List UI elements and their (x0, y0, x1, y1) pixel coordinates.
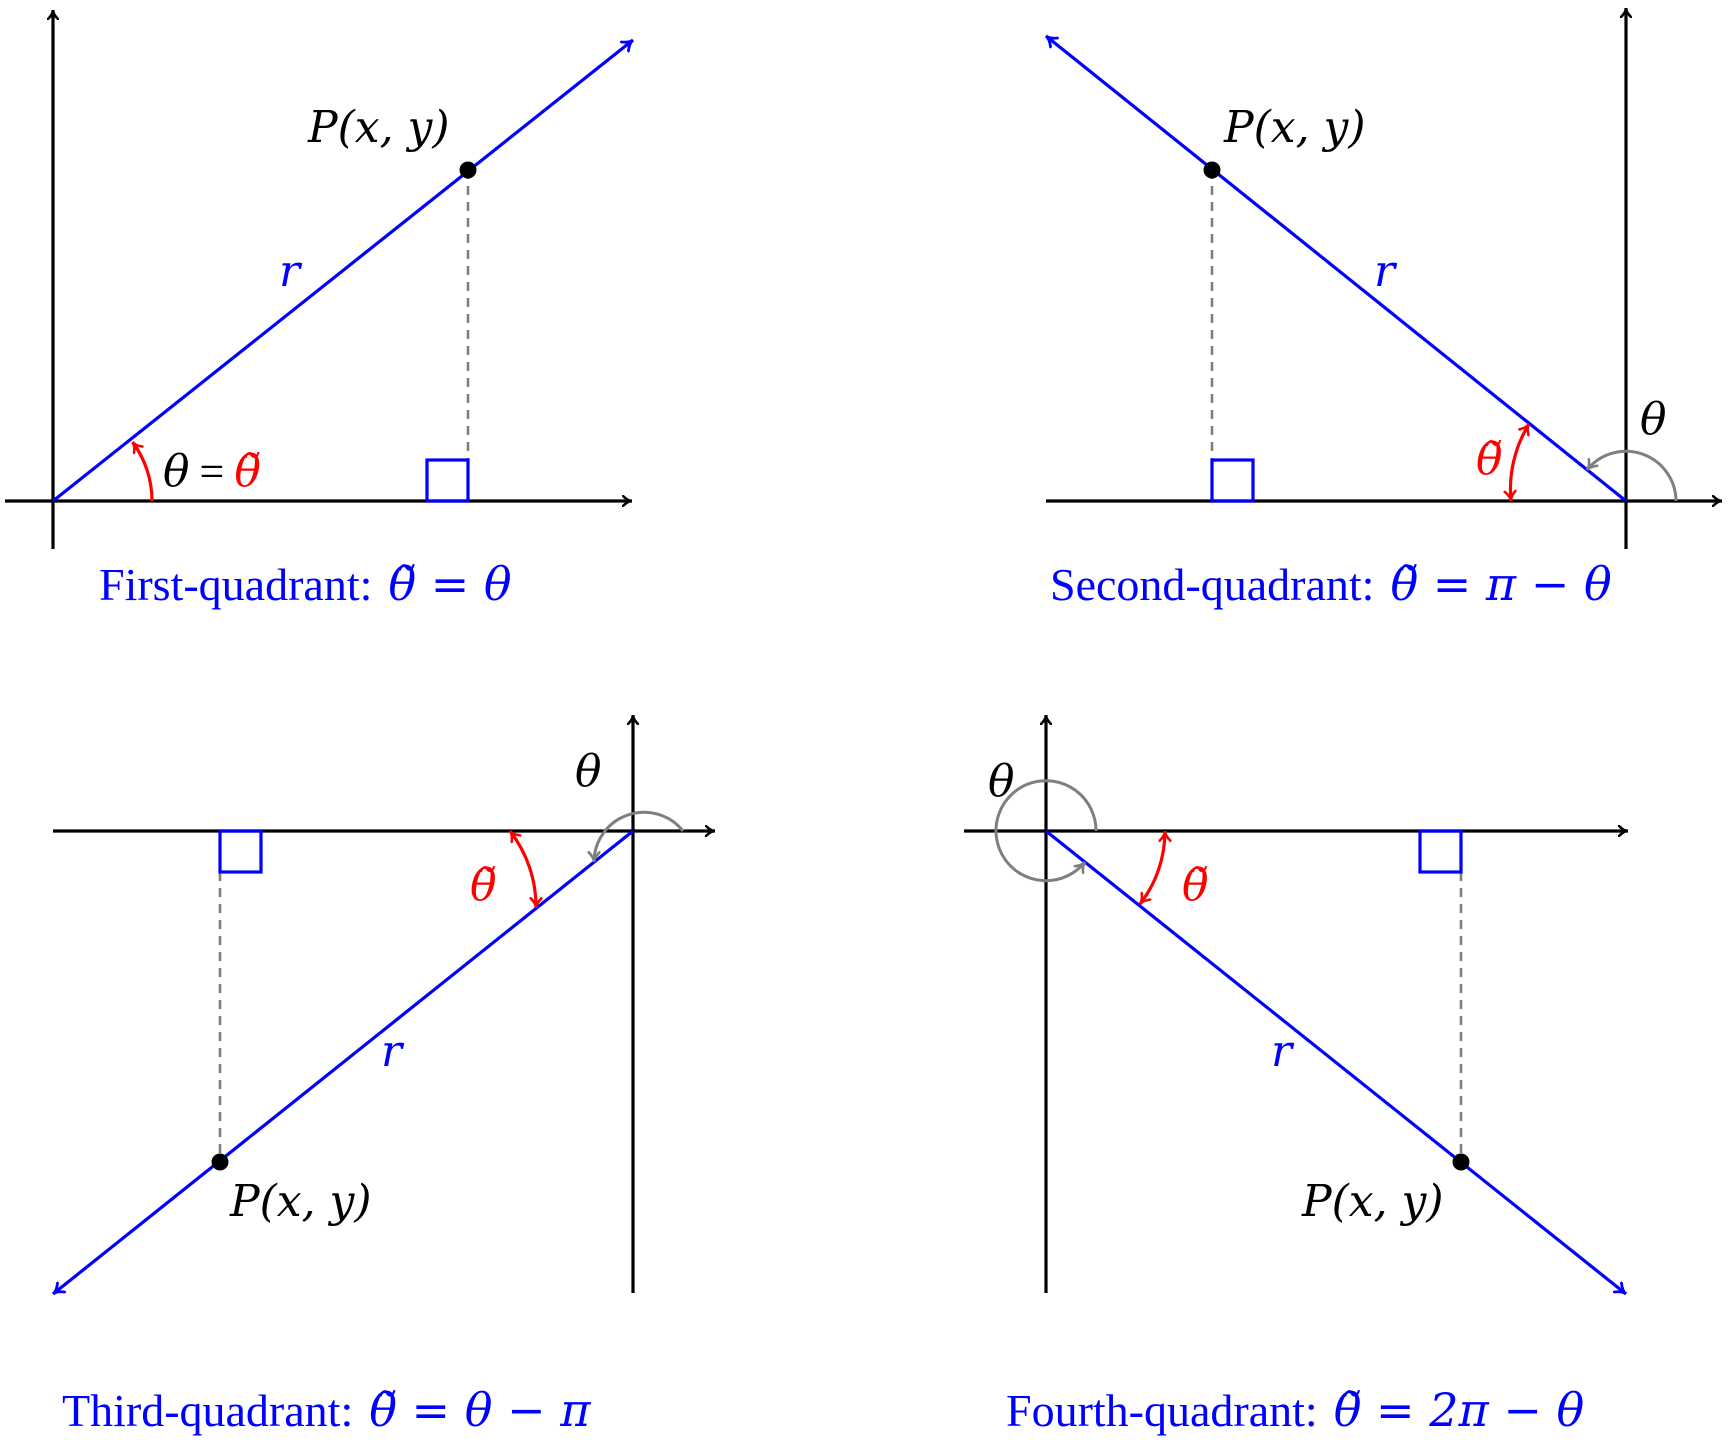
standard-angle-label: θ (1640, 394, 1667, 445)
radius-label: r (1271, 1026, 1295, 1077)
theta-tilde-symbol: θ̃ (234, 446, 261, 497)
caption-label: First-quadrant: (99, 559, 372, 610)
caption-first: First-quadrant: θ̃ = θ (99, 557, 512, 611)
caption-third: Third-quadrant: θ̃ = θ − π (62, 1383, 591, 1437)
point-label: P(x, y) (1223, 102, 1366, 153)
terminal-side (52, 829, 634, 1296)
terminal-side (52, 38, 634, 503)
point-label: P(x, y) (307, 102, 450, 153)
caption-formula: θ̃ = θ − π (369, 1383, 591, 1437)
point-p (459, 161, 477, 179)
reference-angle-label: θ̃ (470, 860, 497, 911)
point-p (211, 1153, 229, 1171)
panel-third-quadrant: P(x, y) r θ̃ θ Third-quadrant: θ̃ = θ − π (52, 715, 715, 1437)
panel-fourth-quadrant: P(x, y) r θ̃ θ Fourth-quadrant: θ̃ = 2π −… (964, 715, 1628, 1437)
right-angle-marker (1210, 458, 1255, 503)
right-angle-marker (1418, 829, 1463, 874)
standard-angle-label: θ (575, 746, 602, 797)
point-p (1203, 161, 1221, 179)
terminal-side (1045, 829, 1627, 1296)
standard-angle-arc (594, 810, 685, 862)
reference-angle-arc (508, 830, 536, 908)
point-label: P(x, y) (1301, 1176, 1444, 1227)
caption-formula: θ̃ = 2π − θ (1334, 1383, 1584, 1437)
panel-second-quadrant: P(x, y) r θ̃ θ Second-quadrant: θ̃ = π − … (1044, 8, 1722, 611)
right-angle-marker (425, 458, 470, 503)
radius-label: r (279, 246, 303, 297)
point-label: P(x, y) (229, 1176, 372, 1227)
equals-sign: = (200, 447, 225, 496)
angle-label-theta: θ=θ̃ (163, 446, 261, 497)
standard-angle-arc (1585, 449, 1678, 502)
caption-second: Second-quadrant: θ̃ = π − θ (1050, 557, 1612, 611)
caption-label: Third-quadrant: (62, 1385, 353, 1436)
caption-label: Fourth-quadrant: (1006, 1385, 1318, 1436)
reference-angle-arc (131, 441, 154, 502)
reference-angle-label: θ̃ (1182, 860, 1209, 911)
reference-angle-label: θ̃ (1476, 434, 1503, 485)
radius-label: r (1374, 246, 1398, 297)
caption-label: Second-quadrant: (1050, 559, 1374, 610)
caption-fourth: Fourth-quadrant: θ̃ = 2π − θ (1006, 1383, 1584, 1437)
panel-first-quadrant: P(x, y) r θ=θ̃ First-quadrant: θ̃ = θ (5, 10, 634, 611)
caption-formula: θ̃ = π − θ (1390, 557, 1611, 611)
standard-angle-label: θ (988, 756, 1015, 807)
radius-label: r (381, 1026, 405, 1077)
point-p (1452, 1153, 1470, 1171)
reference-angle-arc (1510, 423, 1531, 501)
standard-angle-arc (994, 779, 1098, 883)
reference-angle-arc (1138, 831, 1165, 905)
caption-formula: θ̃ = θ (388, 557, 511, 611)
theta-symbol: θ (163, 446, 190, 497)
right-angle-marker (218, 829, 263, 874)
